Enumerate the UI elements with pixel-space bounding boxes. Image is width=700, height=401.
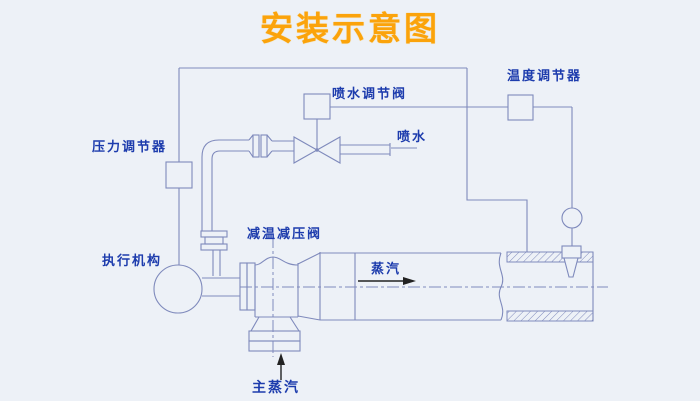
label-desuperheating-valve: 减温减压阀 xyxy=(247,226,323,241)
steam-arrow-head-icon xyxy=(403,277,416,285)
steam-flow-arrow xyxy=(358,277,416,285)
spool-flange-top xyxy=(200,230,228,238)
actuator-circle-icon xyxy=(153,264,203,314)
label-main-steam: 主蒸汽 xyxy=(252,381,300,396)
spray-pipe-outer xyxy=(201,139,249,231)
spool-flange-bottom xyxy=(200,243,228,251)
pipe-to-valve xyxy=(272,140,294,152)
inlet-flange-1 xyxy=(248,330,301,342)
label-spray-control-valve: 喷水调节阀 xyxy=(332,86,408,101)
spray-piping xyxy=(200,134,417,276)
temp-sensor-head xyxy=(561,245,582,259)
spray-nozzle-stub xyxy=(212,250,221,276)
valve-body-outline xyxy=(254,263,299,318)
main-steam-arrow xyxy=(277,353,285,380)
label-pressure-regulator: 压力调节器 xyxy=(92,139,168,154)
inlet-flange-2 xyxy=(248,340,301,352)
main-steam-arrow-head-icon xyxy=(277,353,285,365)
desuperheating-valve-body xyxy=(239,252,356,352)
spool-body xyxy=(204,236,224,245)
spray-control-valve-box xyxy=(303,93,331,120)
signal-lines xyxy=(178,67,573,265)
spray-pipe-inner xyxy=(211,150,249,231)
actuator-yoke-lines xyxy=(202,277,240,297)
temp-sensor-line xyxy=(533,106,573,246)
pressure-tap-line xyxy=(466,68,528,252)
temperature-regulator-box xyxy=(507,94,534,121)
label-spray-water: 喷水 xyxy=(397,129,428,144)
temperature-sensor xyxy=(561,207,583,278)
valve-inlet-neck xyxy=(250,316,300,332)
valve-outlet-cone xyxy=(297,252,356,321)
pipe-wall-hatch-bottom xyxy=(506,310,594,322)
spray-inlet-pipe xyxy=(340,143,391,156)
temp-sensor-bulb-icon xyxy=(561,207,583,229)
valve-center-dot xyxy=(315,148,319,152)
valve-body-top xyxy=(254,256,299,266)
fitting-cone-left xyxy=(248,134,254,158)
label-actuator: 执行机构 xyxy=(102,253,163,268)
spray-valve-bowtie-icon xyxy=(293,136,341,164)
label-steam: 蒸汽 xyxy=(371,261,402,276)
pipe-left-section xyxy=(320,252,501,321)
fitting-cone-right xyxy=(266,134,273,158)
page-title: 安装示意图 xyxy=(260,12,440,48)
centerlines xyxy=(240,236,608,357)
actuator-group xyxy=(153,264,240,314)
temp-sensor-probe xyxy=(563,257,579,278)
fitting-flange-1 xyxy=(252,134,260,158)
label-temperature-regulator: 温度调节器 xyxy=(507,68,583,83)
fitting-flange-2 xyxy=(260,134,268,158)
pressure-regulator-box xyxy=(165,161,193,189)
